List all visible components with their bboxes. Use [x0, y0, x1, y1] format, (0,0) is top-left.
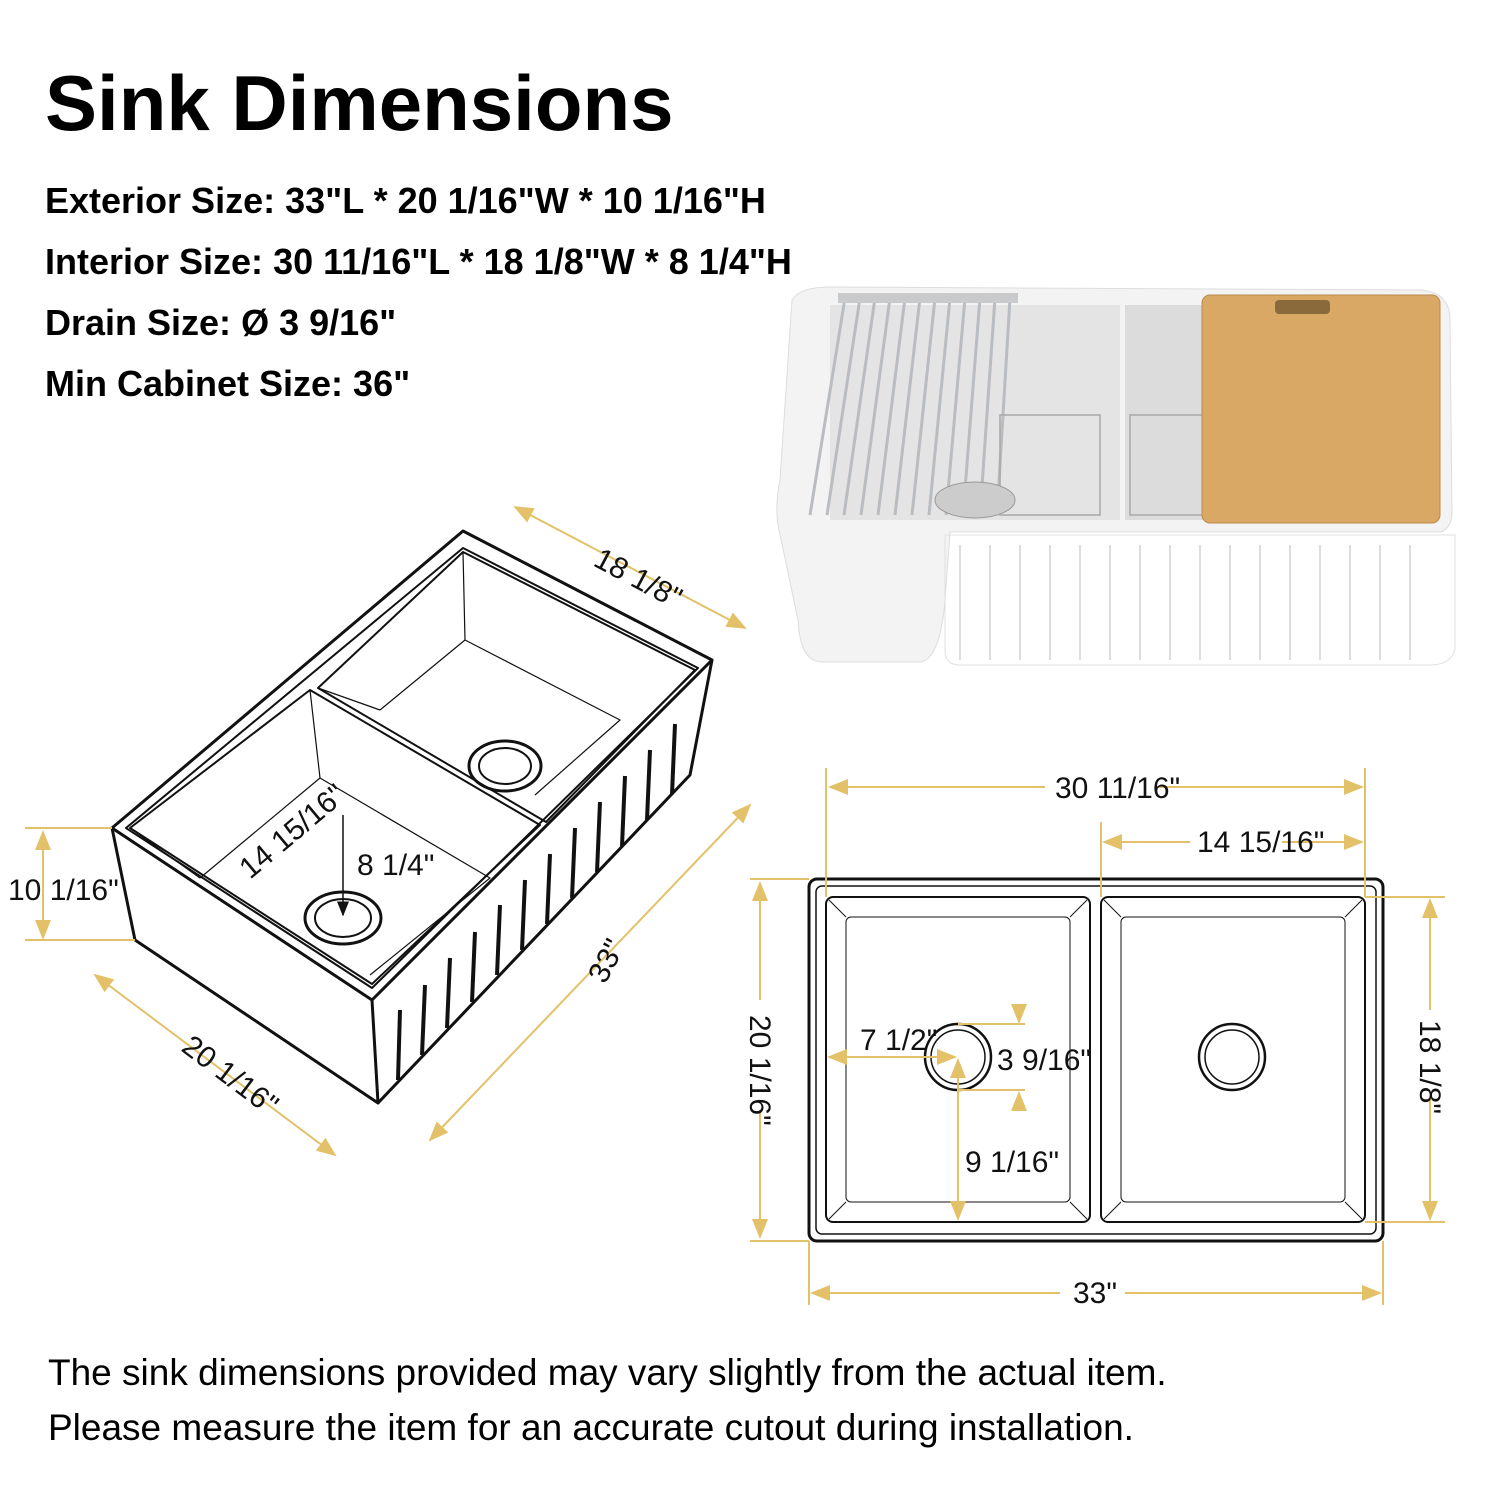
dim-label-drain-from-front: 9 1/16": [965, 1146, 1059, 1179]
spec-value: 30 11/16"L * 18 1/8"W * 8 1/4"H: [273, 241, 792, 282]
product-photo: [776, 286, 1456, 666]
spec-label: Interior Size:: [45, 241, 264, 282]
spec-value: Ø 3 9/16": [241, 302, 397, 343]
disclaimer-line-1: The sink dimensions provided may vary sl…: [48, 1352, 1167, 1393]
drain-photo: [934, 481, 1016, 519]
isometric-dimension-lines: [25, 506, 752, 1157]
spec-value: 36": [353, 363, 411, 404]
cutting-board-handle: [1275, 300, 1330, 314]
cutting-board: [1201, 294, 1441, 524]
disclaimer-line-2: Please measure the item for an accurate …: [48, 1407, 1134, 1448]
left-basin-top: [825, 896, 1091, 1223]
right-basin-photo: [1125, 305, 1215, 520]
page-title: Sink Dimensions: [45, 59, 674, 147]
dim-label-interior-width: 18 1/8": [1413, 1020, 1446, 1114]
dim-label-length: 33": [582, 934, 632, 988]
spec-label: Drain Size:: [45, 302, 232, 343]
dim-label-interior-length: 30 11/16": [1055, 772, 1180, 805]
right-basin-top: [1100, 896, 1366, 1223]
interior-size-spec: Interior Size: 30 11/16"L * 18 1/8"W * 8…: [45, 241, 792, 283]
spec-value: 33"L * 20 1/16"W * 10 1/16"H: [285, 180, 766, 221]
top-view-dimension-lines: [750, 768, 1445, 1305]
fluted-apron: [959, 545, 1411, 660]
right-drain-top: [1197, 1022, 1267, 1092]
right-drain: [467, 739, 543, 793]
roll-up-rack: [808, 297, 1012, 516]
top-view-labels: 30 11/16" 14 15/16" 20 1/16" 18 1/8" 7 1…: [743, 772, 1446, 1310]
dim-label-exterior-length: 33": [1073, 1277, 1117, 1310]
dim-label-width-outer: 20 1/16": [176, 1029, 284, 1122]
spec-label: Min Cabinet Size:: [45, 363, 344, 404]
dim-label-height: 10 1/16": [8, 874, 119, 907]
dim-label-basin-length: 14 15/16": [1197, 826, 1324, 859]
spec-label: Exterior Size:: [45, 180, 276, 221]
cabinet-size-spec: Min Cabinet Size: 36": [45, 363, 410, 405]
drain-size-spec: Drain Size: Ø 3 9/16": [45, 302, 396, 344]
dim-label-drain-diameter: 3 9/16": [997, 1044, 1091, 1077]
outer-rim: [807, 877, 1385, 1243]
isometric-sink: [110, 529, 714, 1105]
dim-label-drain-from-side: 7 1/2": [860, 1024, 937, 1057]
dim-label-exterior-width: 20 1/16": [743, 1015, 776, 1126]
exterior-size-spec: Exterior Size: 33"L * 20 1/16"W * 10 1/1…: [45, 180, 766, 222]
dim-label-depth: 8 1/4": [357, 849, 434, 882]
right-basin: [317, 551, 696, 823]
top-view-sink: [807, 877, 1385, 1243]
